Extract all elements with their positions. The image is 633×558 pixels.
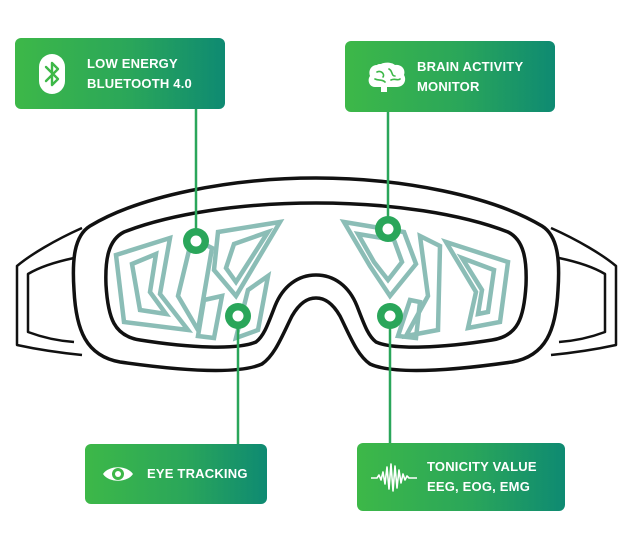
sensor-marker-bluetooth [183, 228, 209, 254]
waveform-icon [371, 461, 417, 493]
sensor-marker-brain [375, 216, 401, 242]
callout-bluetooth-line1: LOW ENERGY [87, 55, 178, 71]
callout-brain-line2: MONITOR [417, 78, 480, 94]
bluetooth-icon [37, 53, 67, 94]
connector-lines [194, 109, 392, 444]
callout-tonicity-line2: EEG, EOG, EMG [427, 479, 531, 494]
callout-bluetooth: LOW ENERGY BLUETOOTH 4.0 [15, 38, 225, 109]
callout-bluetooth-line2: BLUETOOTH 4.0 [87, 75, 192, 91]
callout-eye: EYE TRACKING [85, 444, 267, 504]
callout-eye-line1: EYE TRACKING [147, 466, 248, 481]
brain-icon [367, 61, 407, 93]
sensor-markers [183, 216, 403, 329]
callout-brain: BRAIN ACTIVITY MONITOR [345, 41, 555, 112]
sensor-marker-eye [225, 303, 251, 329]
callout-tonicity-line1: TONICITY VALUE [427, 459, 537, 474]
callout-tonicity: TONICITY VALUE EEG, EOG, EMG [357, 443, 565, 511]
callout-brain-line1: BRAIN ACTIVITY [417, 58, 524, 74]
right-strap [550, 226, 618, 357]
eye-icon [101, 463, 135, 485]
left-strap [15, 226, 83, 357]
sensor-marker-tonicity [377, 303, 403, 329]
